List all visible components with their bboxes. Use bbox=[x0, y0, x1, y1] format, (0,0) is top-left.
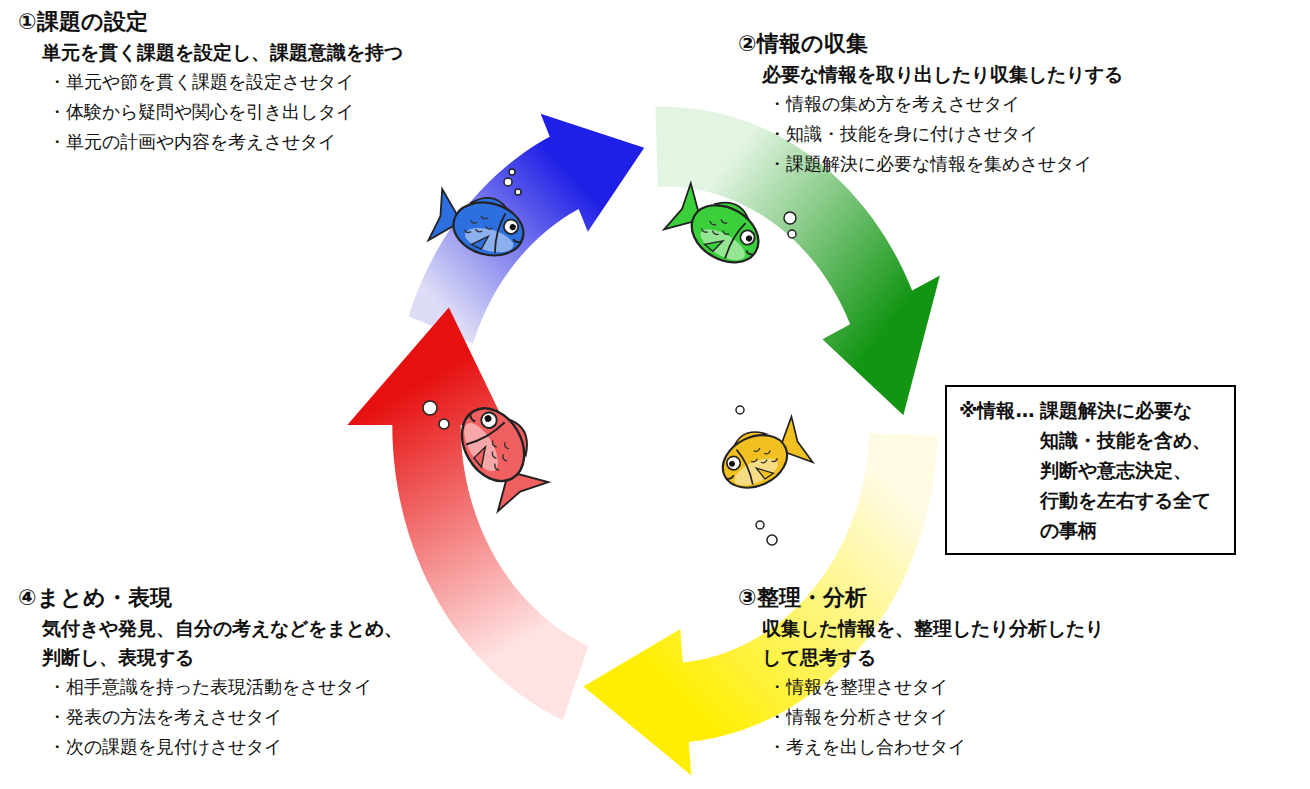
stage-block: ③整理・分析収集した情報を、整理したり分析したり して思考する・情報を整理させタ… bbox=[738, 582, 1124, 762]
stage-bullet: ・単元の計画や内容を考えさせタイ bbox=[18, 127, 403, 157]
stage-heading: ②情報の収集 bbox=[738, 28, 1123, 60]
stage-block: ②情報の収集必要な情報を取り出したり収集したりする・情報の集め方を考えさせタイ・… bbox=[738, 28, 1123, 179]
stage-heading: ①課題の設定 bbox=[18, 6, 403, 38]
cycle-arrow bbox=[347, 307, 588, 720]
stage-bullet: ・単元や節を貫く課題を設定させタイ bbox=[18, 67, 403, 97]
note-box: ※情報…課題解決に必要な 知識・技能を含め、 判断や意志決定、 行動を左右する全… bbox=[945, 385, 1236, 555]
stage-bullet: ・相手意識を持った表現活動をさせタイ bbox=[18, 672, 424, 702]
note-body: 課題解決に必要な 知識・技能を含め、 判断や意志決定、 行動を左右する全て の事… bbox=[1040, 395, 1222, 545]
stage-summary: 必要な情報を取り出したり収集したりする bbox=[738, 60, 1123, 89]
stage-bullet: ・考えを出し合わせタイ bbox=[738, 732, 1124, 762]
stage-bullet: ・知識・技能を身に付けさせタイ bbox=[738, 119, 1123, 149]
stage-summary: 収集した情報を、整理したり分析したり して思考する bbox=[738, 614, 1124, 672]
stage-block: ①課題の設定単元を貫く課題を設定し、課題意識を持つ・単元や節を貫く課題を設定させ… bbox=[18, 6, 403, 157]
cycle-arrow bbox=[409, 114, 644, 344]
stage-summary: 単元を貫く課題を設定し、課題意識を持つ bbox=[18, 38, 403, 67]
stage-bullet: ・情報を分析させタイ bbox=[738, 702, 1124, 732]
stage-summary: 気付きや発見、自分の考えなどをまとめ、 判断し、表現する bbox=[18, 614, 424, 672]
stage-bullet: ・発表の方法を考えさせタイ bbox=[18, 702, 424, 732]
stage-bullet: ・体験から疑問や関心を引き出しタイ bbox=[18, 97, 403, 127]
stage-block: ④まとめ・表現気付きや発見、自分の考えなどをまとめ、 判断し、表現する・相手意識… bbox=[18, 582, 424, 762]
stage-bullet: ・情報を整理させタイ bbox=[738, 672, 1124, 702]
stage-heading: ④まとめ・表現 bbox=[18, 582, 424, 614]
stage-bullet: ・次の課題を見付けさせタイ bbox=[18, 732, 424, 762]
stage-heading: ③整理・分析 bbox=[738, 582, 1124, 614]
note-term: ※情報… bbox=[959, 395, 1034, 425]
stage-bullet: ・情報の集め方を考えさせタイ bbox=[738, 89, 1123, 119]
stage-bullet: ・課題解決に必要な情報を集めさせタイ bbox=[738, 149, 1123, 179]
